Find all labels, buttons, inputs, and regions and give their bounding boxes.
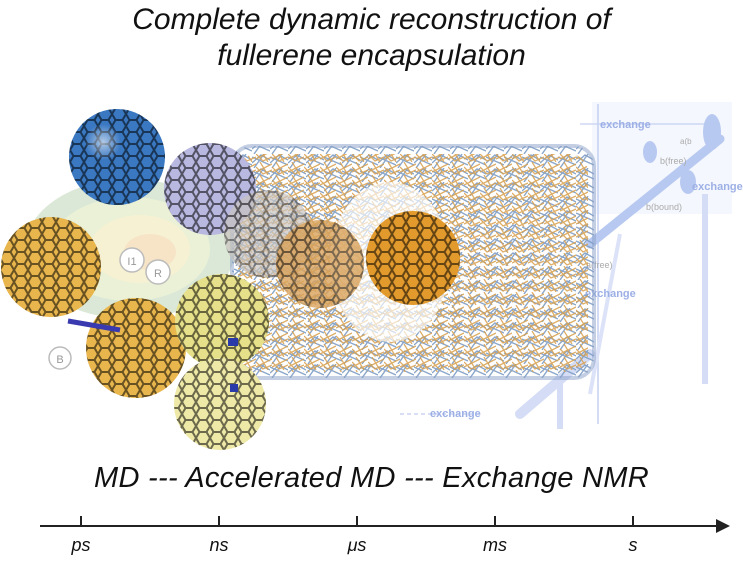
- tick-us: [356, 516, 358, 527]
- fullerene-blue: [69, 109, 165, 205]
- blue-contact-marker: [228, 338, 238, 346]
- title-line-1: Complete dynamic reconstruction of: [132, 3, 611, 36]
- methods-bar: MD --- Accelerated MD --- Exchange NMR: [94, 462, 649, 494]
- nmr-label-exchange-right: exchange: [692, 181, 743, 193]
- state-i1-marker: [119, 247, 145, 273]
- tick-ps: [80, 516, 82, 527]
- linker-bond: [67, 318, 121, 333]
- label-b: B: [56, 354, 63, 366]
- axis-line: [40, 525, 723, 527]
- state-r-marker: [145, 259, 171, 285]
- blue-contact-marker: [230, 384, 238, 392]
- exchange-nmr-spectrum: [400, 102, 732, 429]
- nmr-label-bound: b(bound): [646, 202, 682, 212]
- nmr-label-exchange-mid: exchange: [585, 288, 636, 300]
- tick-label-ms: ms: [483, 535, 507, 555]
- nmr-label-peak: a(b: [680, 137, 692, 146]
- encapsulation-illustration: I1 R B exchange b(free) exchange b(bound…: [1, 102, 743, 450]
- fullerene-gold-lower: [86, 298, 186, 398]
- fullerene-bound-orange: [366, 211, 460, 305]
- tick-label-ns: ns: [209, 535, 229, 555]
- fullerene-yellow-right: [175, 274, 269, 368]
- tick-label-s: s: [628, 535, 638, 555]
- nmr-label-exchange-bottom: exchange: [430, 408, 481, 420]
- tick-ns: [218, 516, 220, 527]
- label-r: R: [154, 268, 162, 280]
- nmr-label-exchange-top: exchange: [600, 119, 651, 131]
- state-b-marker: [48, 346, 72, 370]
- axis-arrow-head: [716, 519, 730, 533]
- tick-s: [632, 516, 634, 527]
- nmr-label-free-top: b(free): [660, 156, 687, 166]
- fullerene-translucent-orange: [276, 220, 364, 308]
- label-i1: I1: [127, 256, 136, 268]
- tick-label-us: μs: [347, 535, 367, 555]
- tick-ms: [494, 516, 496, 527]
- title-line-2: fullerene encapsulation: [217, 39, 526, 72]
- fullerene-pale-bottom: [174, 358, 266, 450]
- tick-label-ps: ps: [71, 535, 91, 555]
- fullerene-gold-left: [1, 217, 101, 317]
- nmr-label-free-left: a(free): [586, 260, 613, 270]
